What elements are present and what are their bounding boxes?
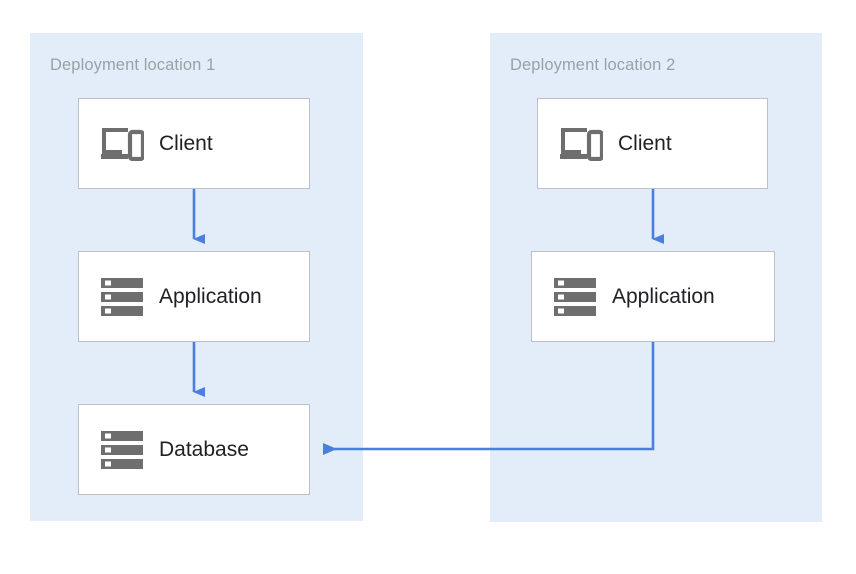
server-icon [99, 274, 145, 320]
node-client-2[interactable]: Client [537, 98, 768, 189]
devices-icon [99, 121, 145, 167]
node-client-1[interactable]: Client [78, 98, 310, 189]
node-client-2-label: Client [618, 131, 672, 155]
zone-2-label: Deployment location 2 [510, 56, 676, 74]
node-application-2-label: Application [612, 284, 715, 308]
node-application-2[interactable]: Application [531, 251, 775, 342]
zone-1-label: Deployment location 1 [50, 56, 216, 74]
node-database-1[interactable]: Database [78, 404, 310, 495]
node-client-1-label: Client [159, 131, 213, 155]
node-application-1-label: Application [159, 284, 262, 308]
devices-icon [558, 121, 604, 167]
node-database-1-label: Database [159, 437, 249, 461]
server-icon [552, 274, 598, 320]
server-icon [99, 427, 145, 473]
node-application-1[interactable]: Application [78, 251, 310, 342]
